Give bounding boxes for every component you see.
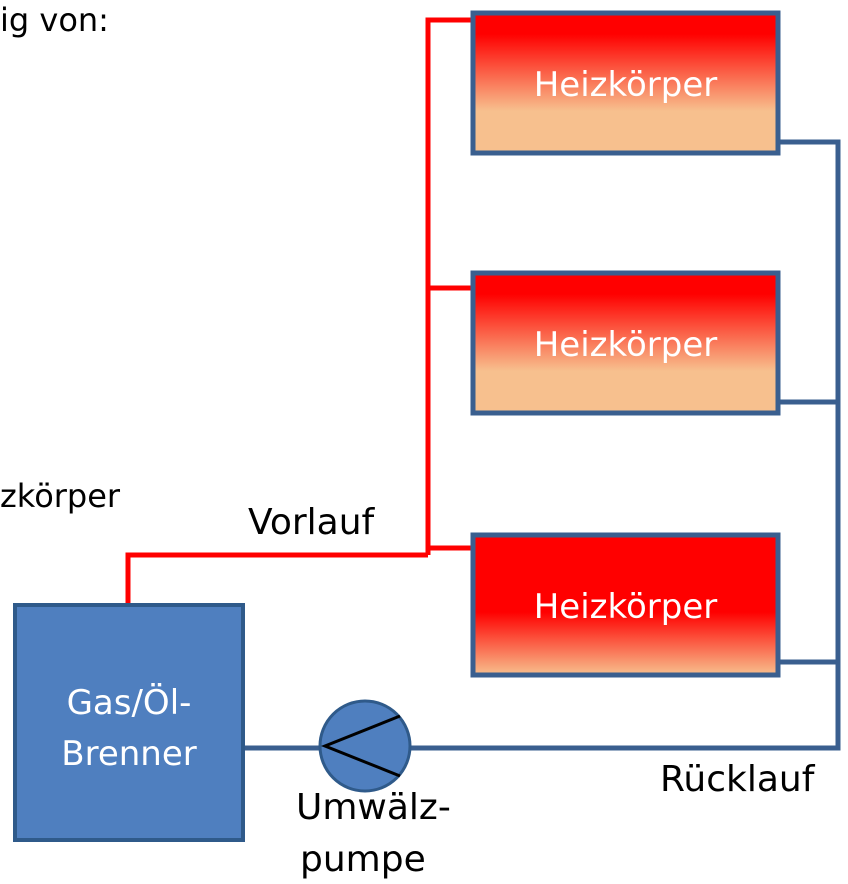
partial-side-text: zkörper	[0, 477, 121, 515]
radiator-2-label: Heizkörper	[533, 325, 718, 365]
ruecklauf-label: Rücklauf	[660, 759, 815, 800]
burner-label-line1: Gas/Öl-	[66, 683, 192, 723]
pump-label-line2: pumpe	[300, 839, 426, 880]
partial-heading-text: ig von:	[0, 1, 109, 39]
flow-pipe	[125, 17, 474, 605]
radiator-1-label: Heizkörper	[533, 65, 718, 105]
pump-label-line1: Umwälz-	[296, 787, 451, 828]
radiator-1	[470, 10, 781, 156]
burner-label-line2: Brenner	[61, 734, 197, 774]
radiator-2	[470, 270, 781, 416]
return-pipe	[245, 139, 841, 751]
burner-box	[13, 603, 245, 842]
radiator-3	[470, 532, 781, 678]
vorlauf-label: Vorlauf	[248, 502, 375, 543]
pump-icon	[318, 699, 412, 793]
radiator-3-label: Heizkörper	[533, 587, 718, 627]
